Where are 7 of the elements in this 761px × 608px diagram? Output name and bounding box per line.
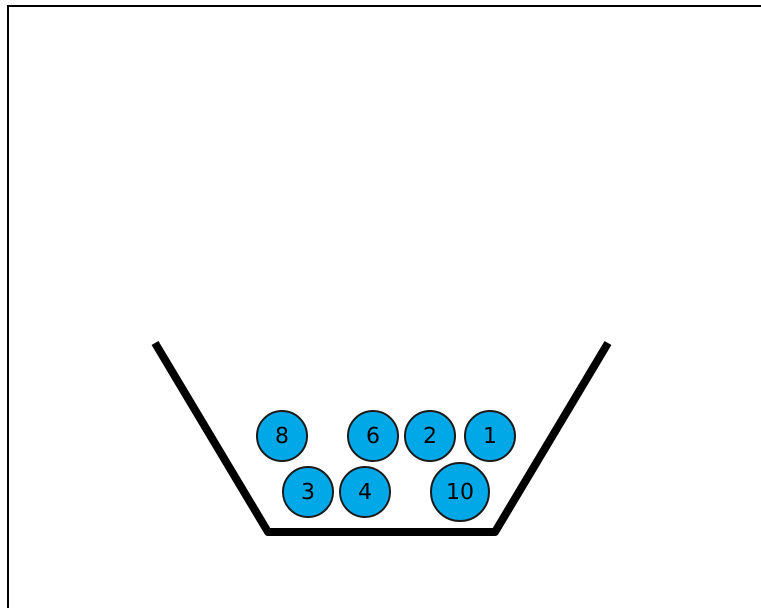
numbered-ball: 4 [339, 466, 391, 518]
numbered-ball: 2 [404, 410, 456, 462]
numbered-ball: 1 [464, 410, 516, 462]
numbered-ball: 3 [282, 466, 334, 518]
numbered-ball: 8 [256, 410, 308, 462]
numbered-ball: 10 [430, 462, 490, 522]
numbered-ball: 6 [347, 410, 399, 462]
